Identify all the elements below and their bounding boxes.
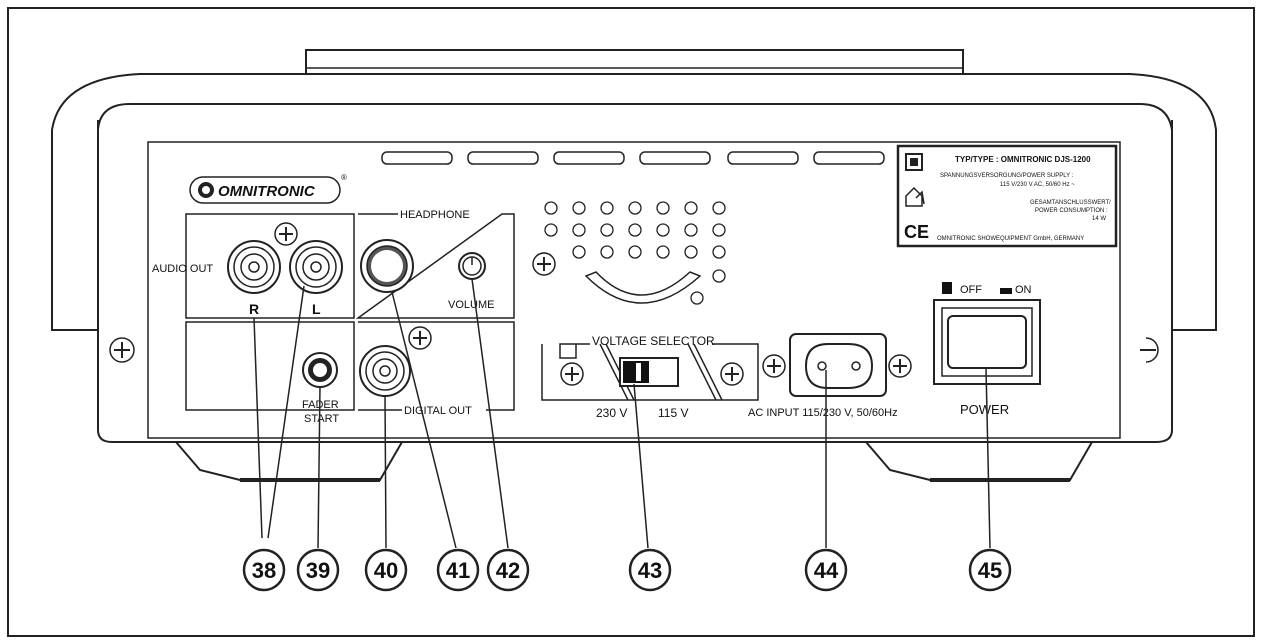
voltage-230-label: 230 V <box>596 406 627 420</box>
screw-icon <box>560 362 584 386</box>
on-label: ON <box>1015 284 1032 296</box>
vent-hole <box>628 201 642 215</box>
volume-label: VOLUME <box>448 299 494 311</box>
headphone-label: HEADPHONE <box>400 209 470 221</box>
type-line: TYP/TYPE : OMNITRONIC DJS-1200 <box>955 155 1091 164</box>
rca-output-right[interactable] <box>227 240 281 294</box>
vent-hole <box>628 223 642 237</box>
screw-icon <box>888 354 912 378</box>
vent-hole <box>600 223 614 237</box>
vent-hole <box>712 245 726 259</box>
consumption-line-1: GESAMTANSCHLUSSWERT/ <box>1030 200 1111 206</box>
screw-icon <box>408 326 432 350</box>
power-label: POWER <box>960 402 1009 417</box>
screw-icon <box>532 252 556 276</box>
vent-slots <box>381 151 885 165</box>
manufacturer-line: OMNITRONIC SHOWEQUIPMENT GmbH, GERMANY <box>937 236 1084 242</box>
on-indicator-icon <box>1000 288 1012 294</box>
svg-text:42: 42 <box>496 558 520 583</box>
voltage-selector-label: VOLTAGE SELECTOR <box>592 334 715 348</box>
headphone-volume-knob[interactable] <box>458 252 486 280</box>
vent-hole <box>544 201 558 215</box>
svg-text:39: 39 <box>306 558 330 583</box>
digital-out-label: DIGITAL OUT <box>404 405 472 417</box>
vent-hole <box>544 223 558 237</box>
voltage-selector-section <box>541 343 759 401</box>
fader-start-label-line2: START <box>304 413 339 425</box>
screw-icon <box>274 222 298 246</box>
callout-42: 42 <box>486 548 530 592</box>
callout-40: 40 <box>364 548 408 592</box>
ce-mark: CE <box>904 222 929 242</box>
ac-input-socket[interactable] <box>789 333 887 397</box>
audio-out-label: AUDIO OUT <box>152 263 213 275</box>
right-channel-label: R <box>249 301 259 317</box>
supply-line-2: 115 V/230 V AC, 50/60 Hz ~ <box>1000 182 1075 188</box>
vent-hole <box>572 201 586 215</box>
callout-44: 44 <box>804 548 848 592</box>
consumption-value: 14 W <box>1092 216 1106 222</box>
svg-text:41: 41 <box>446 558 470 583</box>
left-channel-label: L <box>312 301 321 317</box>
vent-hole <box>684 223 698 237</box>
housing-outline <box>51 73 1217 331</box>
vent-hole <box>628 245 642 259</box>
callout-43: 43 <box>628 548 672 592</box>
vent-hole <box>572 223 586 237</box>
type-plate: CE TYP/TYPE : OMNITRONIC DJS-1200 SPANNU… <box>896 144 1118 248</box>
registered-mark: ® <box>341 173 347 182</box>
grille-arc <box>584 271 702 304</box>
vent-hole <box>656 223 670 237</box>
logo-text: OMNITRONIC <box>218 183 316 200</box>
voltage-selector-switch[interactable] <box>619 357 679 387</box>
side-screw-right-icon <box>1140 337 1159 363</box>
vent-hole <box>600 201 614 215</box>
vent-hole <box>572 245 586 259</box>
svg-text:45: 45 <box>978 558 1002 583</box>
housing-body <box>97 120 1173 443</box>
svg-text:40: 40 <box>374 558 398 583</box>
vent-hole <box>656 201 670 215</box>
headphone-jack[interactable] <box>360 239 414 293</box>
omnitronic-logo: OMNITRONIC ® <box>189 173 347 204</box>
off-indicator-icon <box>942 282 952 294</box>
vent-grille <box>544 201 726 305</box>
power-switch[interactable] <box>933 299 1041 385</box>
rca-output-left[interactable] <box>289 240 343 294</box>
callout-39: 39 <box>296 548 340 592</box>
svg-text:44: 44 <box>814 558 839 583</box>
fader-start-section <box>185 321 355 411</box>
side-screw-left-icon <box>109 337 135 363</box>
vent-hole <box>712 223 726 237</box>
vent-hole <box>684 245 698 259</box>
off-label: OFF <box>960 284 982 296</box>
screw-icon <box>762 354 786 378</box>
supply-line-1: SPANNUNGSVERSORGUNG/POWER SUPPLY : <box>940 173 1074 179</box>
consumption-line-2: POWER CONSUMPTION : <box>1035 208 1108 214</box>
fader-start-jack[interactable] <box>302 352 338 388</box>
vent-hole <box>600 245 614 259</box>
svg-text:43: 43 <box>638 558 662 583</box>
vent-hole <box>684 201 698 215</box>
callout-45: 45 <box>968 548 1012 592</box>
callout-38: 38 <box>242 548 286 592</box>
vent-hole <box>712 201 726 215</box>
digital-out-jack[interactable] <box>359 345 411 397</box>
indoor-use-icon <box>905 186 925 207</box>
voltage-115-label: 115 V <box>658 406 688 420</box>
audio-out-section <box>185 213 355 319</box>
top-platter <box>305 49 964 75</box>
screw-icon <box>720 362 744 386</box>
callout-41: 41 <box>436 548 480 592</box>
digital-out-section <box>358 321 515 411</box>
vent-hole <box>690 291 704 305</box>
callout-leaders <box>253 278 991 549</box>
ac-input-label: AC INPUT 115/230 V, 50/60Hz <box>748 407 898 419</box>
vent-hole <box>712 269 726 283</box>
svg-text:38: 38 <box>252 558 276 583</box>
vent-hole <box>656 245 670 259</box>
